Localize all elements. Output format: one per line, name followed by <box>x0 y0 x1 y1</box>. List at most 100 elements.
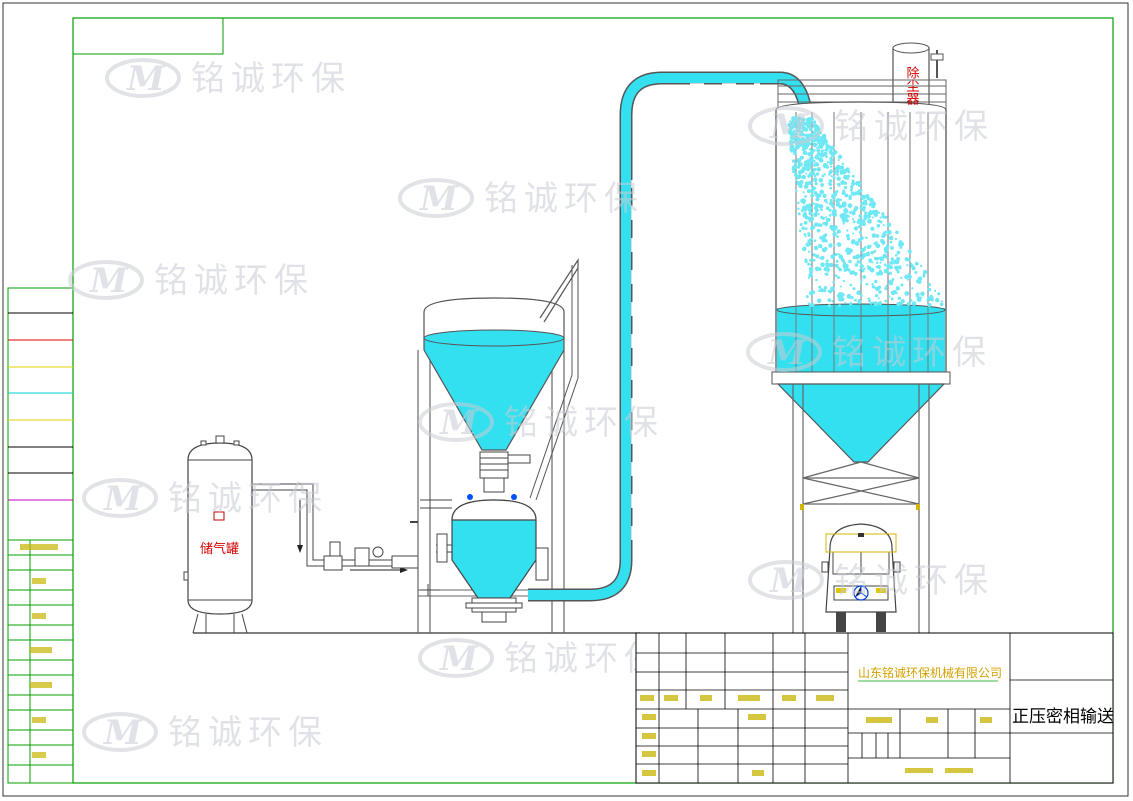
material-particle <box>861 268 865 273</box>
material-particle <box>811 290 816 295</box>
material-particle <box>836 176 841 181</box>
material-particle <box>825 155 828 158</box>
material-particle <box>865 194 870 198</box>
material-particle <box>882 232 887 237</box>
tanker-truck-icon <box>821 523 901 632</box>
material-particle <box>829 224 834 230</box>
material-particle <box>858 225 862 229</box>
material-particle <box>832 176 836 180</box>
material-particle <box>813 245 819 251</box>
material-particle <box>863 199 868 204</box>
material-particle <box>835 169 840 174</box>
drawing-title: 正压密相输送 <box>1012 707 1114 727</box>
material-particle <box>849 283 853 287</box>
material-particle <box>815 197 820 202</box>
watermark-text: 铭诚环保 <box>168 713 328 753</box>
dust-collector-label: 除尘器 <box>904 66 920 106</box>
material-particle <box>906 301 911 306</box>
material-particle <box>860 282 863 285</box>
material-particle <box>814 266 820 272</box>
watermark-logo-letter: M <box>126 59 166 99</box>
material-particle <box>873 301 879 307</box>
material-particle <box>808 205 813 210</box>
material-particle <box>841 162 845 166</box>
material-particle <box>807 250 811 253</box>
material-particle <box>838 166 842 170</box>
material-particle <box>808 211 813 216</box>
material-particle <box>818 143 823 147</box>
material-particle <box>911 266 916 271</box>
material-particle <box>863 214 867 218</box>
material-particle <box>838 304 842 308</box>
material-particle <box>883 246 889 252</box>
material-particle <box>871 233 877 238</box>
material-particle <box>858 230 862 235</box>
material-particle <box>884 230 888 234</box>
material-particle <box>868 299 872 303</box>
material-particle <box>797 174 802 180</box>
material-particle <box>851 191 856 196</box>
watermark: M 铭诚环保 <box>418 638 658 679</box>
material-particle <box>900 283 904 287</box>
material-particle <box>820 255 825 260</box>
material-particle <box>844 263 849 269</box>
watermark-logo-letter: M <box>769 107 809 147</box>
material-particle <box>859 206 863 210</box>
material-particle <box>845 233 850 238</box>
material-particle <box>868 210 874 216</box>
material-particle <box>831 256 834 259</box>
material-particle <box>819 223 823 227</box>
material-particle <box>839 171 844 175</box>
material-particle <box>888 271 892 275</box>
material-particle <box>851 270 855 274</box>
material-particle <box>857 192 861 196</box>
material-particle <box>815 210 818 214</box>
material-particle <box>831 195 836 200</box>
material-particle <box>895 230 899 235</box>
material-particle <box>900 299 905 304</box>
material-particle <box>890 257 894 261</box>
material-particle <box>807 152 812 157</box>
material-particle <box>854 241 860 246</box>
material-particle <box>813 205 819 211</box>
material-particle <box>814 124 818 128</box>
material-particle <box>859 221 864 226</box>
material-particle <box>840 258 845 262</box>
feed-hopper <box>417 257 579 633</box>
material-particle <box>896 250 901 255</box>
material-particle <box>869 197 874 203</box>
top-left-stamp-box <box>72 17 224 55</box>
material-particle <box>818 244 823 249</box>
material-particle <box>839 198 843 202</box>
material-particle <box>850 185 854 189</box>
material-particle <box>799 163 803 167</box>
material-particle <box>887 295 891 298</box>
material-particle <box>791 159 796 163</box>
material-particle <box>802 191 805 194</box>
material-particle <box>812 253 816 257</box>
material-particle <box>847 268 851 272</box>
material-particle <box>836 173 839 176</box>
material-particle <box>851 179 855 183</box>
material-particle <box>883 263 887 266</box>
material-particle <box>803 162 809 167</box>
ming-cheng-logo-icon <box>105 58 181 98</box>
material-particle <box>811 202 815 205</box>
material-particle <box>831 300 834 303</box>
material-particle <box>792 145 795 148</box>
material-particle <box>803 208 807 212</box>
material-particle <box>823 173 827 176</box>
watermark: M 铭诚环保 <box>82 478 322 519</box>
material-particle <box>890 246 894 250</box>
material-particle <box>857 298 862 303</box>
material-particle <box>823 165 827 169</box>
material-particle <box>820 288 824 293</box>
material-particle <box>830 153 835 158</box>
material-particle <box>940 300 944 303</box>
material-particle <box>823 247 827 251</box>
material-particle <box>899 246 903 249</box>
material-particle <box>809 258 813 262</box>
material-particle <box>877 301 883 306</box>
material-particle <box>875 286 880 291</box>
material-particle <box>829 169 833 173</box>
